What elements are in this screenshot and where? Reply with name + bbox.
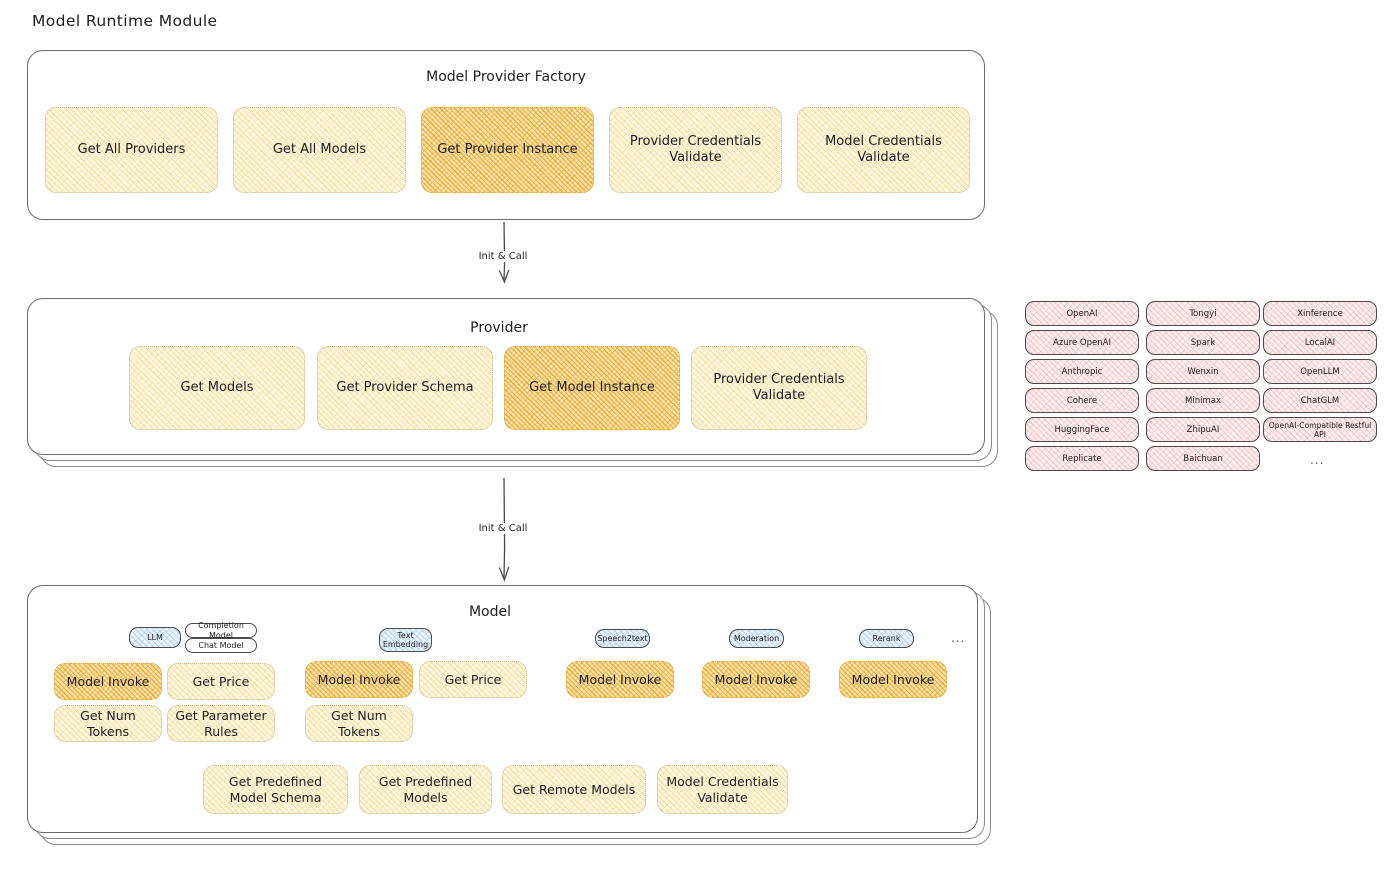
provider-pill-wenxin[interactable]: Wenxin — [1146, 359, 1260, 384]
provider-pill-baichuan[interactable]: Baichuan — [1146, 446, 1260, 471]
model-type-badge-rerank[interactable]: Rerank — [859, 629, 914, 648]
text-embedding-method-get-num-tokens[interactable]: Get Num Tokens — [305, 705, 413, 742]
model-type-badge-text-embedding[interactable]: Text Embedding — [379, 628, 432, 652]
connector-provider-to-model — [498, 477, 510, 582]
provider-box-provider-credentials-validate[interactable]: Provider Credentials Validate — [691, 346, 867, 430]
provider-pill-zhipuai[interactable]: ZhipuAI — [1146, 417, 1260, 442]
provider-label: Provider — [470, 320, 528, 336]
llm-method-get-price[interactable]: Get Price — [167, 663, 275, 700]
provider-pill-tongyi[interactable]: Tongyi — [1146, 301, 1260, 326]
provider-box-get-models[interactable]: Get Models — [129, 346, 305, 430]
text-embedding-method-model-invoke[interactable]: Model Invoke — [305, 661, 413, 698]
model-common-method-get-predefined-models[interactable]: Get Predefined Models — [359, 765, 492, 814]
provider-box-get-model-instance[interactable]: Get Model Instance — [504, 346, 680, 430]
speech2text-method-model-invoke[interactable]: Model Invoke — [566, 661, 674, 698]
model-label: Model — [468, 604, 512, 620]
model-common-method-get-remote-models[interactable]: Get Remote Models — [502, 765, 646, 814]
model-subtype-badge-chat-model[interactable]: Chat Model — [185, 638, 257, 653]
llm-method-model-invoke[interactable]: Model Invoke — [54, 663, 162, 700]
provider-pill-chatglm[interactable]: ChatGLM — [1263, 388, 1377, 413]
connector-1-label: Init & Call — [475, 251, 531, 262]
provider-pill-openai-compatible-restful-api[interactable]: OpenAI-Compatible Restful API — [1263, 417, 1377, 442]
moderation-method-model-invoke[interactable]: Model Invoke — [702, 661, 810, 698]
provider-list-more-ellipsis: ... — [1310, 453, 1325, 467]
provider-pill-anthropic[interactable]: Anthropic — [1025, 359, 1139, 384]
model-type-badge-moderation[interactable]: Moderation — [729, 629, 784, 648]
provider-pill-xinference[interactable]: Xinference — [1263, 301, 1377, 326]
model-type-badge-llm[interactable]: LLM — [129, 627, 181, 648]
model-common-method-get-predefined-model-schema[interactable]: Get Predefined Model Schema — [203, 765, 348, 814]
connector-2-label: Init & Call — [475, 523, 531, 534]
provider-pill-huggingface[interactable]: HuggingFace — [1025, 417, 1139, 442]
model-subtype-badge-completion-model[interactable]: Completion Model — [185, 621, 257, 640]
provider-pill-cohere[interactable]: Cohere — [1025, 388, 1139, 413]
provider-pill-localai[interactable]: LocalAI — [1263, 330, 1377, 355]
factory-box-get-all-providers[interactable]: Get All Providers — [45, 107, 218, 193]
provider-box-get-provider-schema[interactable]: Get Provider Schema — [317, 346, 493, 430]
factory-box-get-all-models[interactable]: Get All Models — [233, 107, 406, 193]
llm-method-get-parameter-rules[interactable]: Get Parameter Rules — [167, 705, 275, 742]
llm-method-get-num-tokens[interactable]: Get Num Tokens — [54, 705, 162, 742]
provider-pill-minimax[interactable]: Minimax — [1146, 388, 1260, 413]
provider-pill-openai[interactable]: OpenAI — [1025, 301, 1139, 326]
factory-box-provider-credentials-validate[interactable]: Provider Credentials Validate — [609, 107, 782, 193]
connector-factory-to-provider — [498, 221, 510, 284]
model-common-method-model-credentials-validate[interactable]: Model Credentials Validate — [657, 765, 788, 814]
factory-box-get-provider-instance[interactable]: Get Provider Instance — [421, 107, 594, 193]
provider-pill-spark[interactable]: Spark — [1146, 330, 1260, 355]
factory-box-model-credentials-validate[interactable]: Model Credentials Validate — [797, 107, 970, 193]
page-title: Model Runtime Module — [32, 12, 218, 30]
text-embedding-method-get-price[interactable]: Get Price — [419, 661, 527, 698]
rerank-method-model-invoke[interactable]: Model Invoke — [839, 661, 947, 698]
model-types-more-ellipsis: ... — [951, 631, 966, 645]
provider-pill-replicate[interactable]: Replicate — [1025, 446, 1139, 471]
provider-pill-openllm[interactable]: OpenLLM — [1263, 359, 1377, 384]
provider-pill-azure-openai[interactable]: Azure OpenAI — [1025, 330, 1139, 355]
model-provider-factory-label: Model Provider Factory — [426, 69, 586, 85]
model-type-badge-speech2text[interactable]: Speech2text — [595, 629, 650, 648]
